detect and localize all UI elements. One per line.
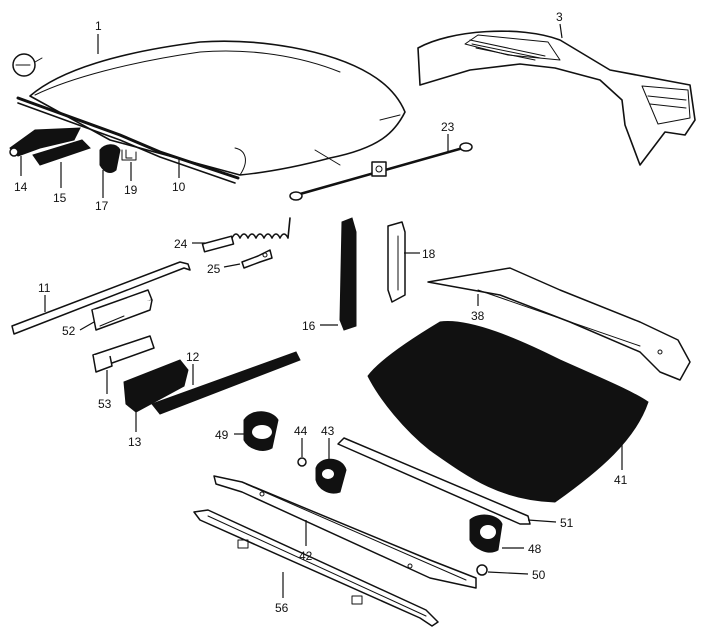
callout-17: 17 [95,199,109,213]
callout-25: 25 [207,262,221,276]
part-12-trim-strip[interactable] [151,351,301,415]
callout-12: 12 [186,350,200,364]
part-53-hinge-bracket[interactable] [92,335,155,373]
part-56-rear-bow[interactable] [193,509,439,627]
part-1-top-cover[interactable] [29,40,406,176]
part-49-pull-handle[interactable] [243,411,279,451]
part-key-ring [12,53,43,77]
callouts: 1 3 14 15 17 19 10 23 24 25 18 11 52 16 … [14,10,628,615]
callout-11: 11 [38,281,51,295]
callout-3: 3 [556,10,563,24]
part-25-bracket[interactable] [241,249,273,269]
part-3-rear-window[interactable] [417,30,696,166]
part-11-side-rail[interactable] [11,261,191,335]
part-38-rear-trim[interactable] [427,267,691,381]
callout-15: 15 [53,191,67,205]
part-17-corner-piece[interactable] [99,144,121,173]
part-43-handle-cup[interactable] [315,458,347,494]
callout-56: 56 [275,601,289,615]
callout-16: 16 [302,319,316,333]
part-13-side-pad[interactable] [123,359,189,413]
part-14-seal[interactable] [9,127,81,157]
callout-43: 43 [321,424,335,438]
callout-13: 13 [128,435,142,449]
part-16-pillar-trim[interactable] [339,217,357,331]
part-50-screw[interactable] [476,564,488,576]
callout-38: 38 [471,309,485,323]
callout-23: 23 [441,120,455,134]
part-10-front-weatherstrip[interactable] [16,96,240,184]
callout-24: 24 [174,237,188,251]
part-41-carpet[interactable] [367,321,649,503]
callout-41: 41 [614,473,628,487]
part-48-pull-handle[interactable] [469,514,503,553]
callout-10: 10 [172,180,186,194]
callout-48: 48 [528,542,542,556]
leader-lines [20,23,623,598]
callout-44: 44 [294,424,308,438]
part-15-seal-strip[interactable] [32,139,91,166]
part-44-screw[interactable] [297,457,307,467]
part-42-rear-bow-rail[interactable] [213,475,477,589]
callout-19: 19 [124,183,138,197]
callout-18: 18 [422,247,436,261]
callout-53: 53 [98,397,112,411]
callout-52: 52 [62,324,76,338]
callout-50: 50 [532,568,546,582]
callout-14: 14 [14,180,28,194]
part-23-tension-cable[interactable] [289,142,473,201]
part-18-side-bracket[interactable] [387,221,406,303]
part-19-clip[interactable] [121,149,137,161]
callout-1: 1 [95,19,102,33]
callout-51: 51 [560,516,574,530]
part-52-hinge-bracket[interactable] [91,289,153,331]
callout-42: 42 [299,549,313,563]
callout-49: 49 [215,428,229,442]
part-24-spring[interactable] [201,217,291,253]
